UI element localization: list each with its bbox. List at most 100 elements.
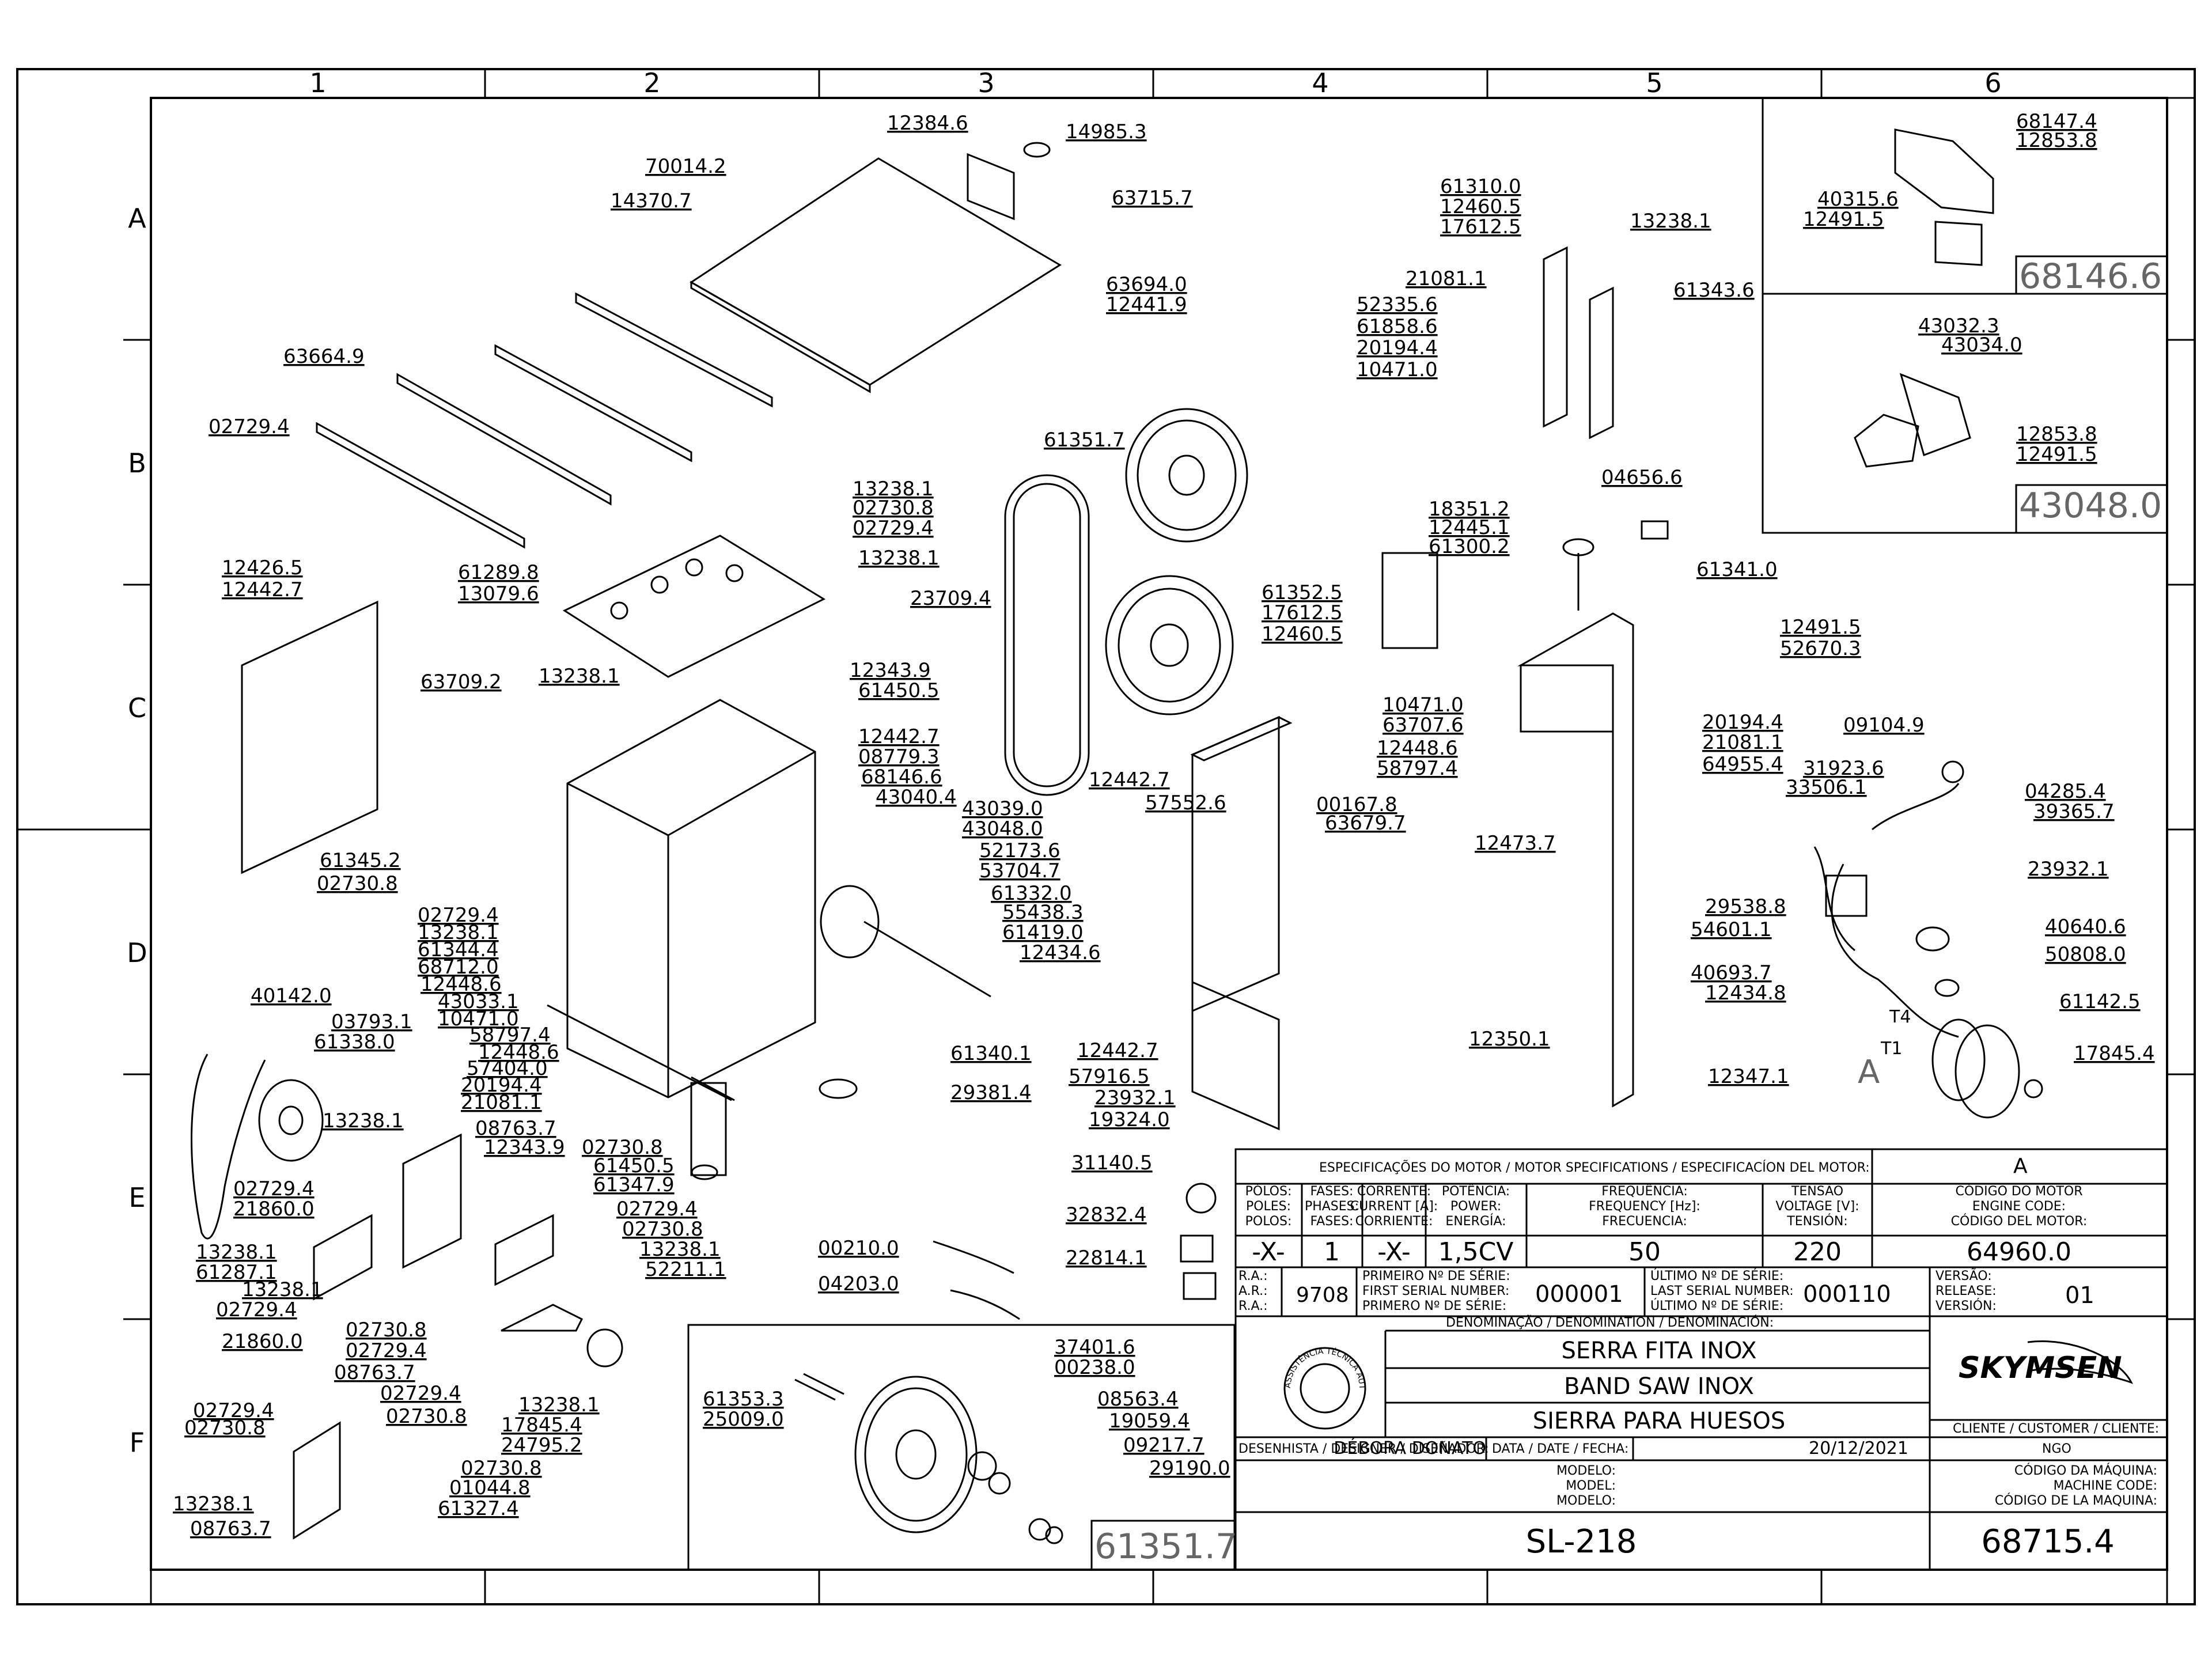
part-label: 14985.3 (1066, 120, 1147, 143)
part-label: 13238.1 (539, 665, 620, 688)
motor-tag-t4: T4 (1889, 1007, 1911, 1027)
part-label: 02729.4 (418, 904, 499, 927)
motor-spec-label: TENSIÓN: (1786, 1214, 1847, 1229)
part-label: 55438.3 (1002, 901, 1084, 924)
motor-spec-columns: PÓLOS:POLES:POLOS:-X-FASES:PHASES:FASES:… (1245, 1183, 2088, 1267)
motor-spec-value: 1 (1324, 1237, 1340, 1267)
motor-spec-label: CÓDIGO DO MOTOR (1955, 1184, 2082, 1199)
part-label: 52211.1 (645, 1258, 726, 1281)
part-label: 21081.1 (461, 1091, 542, 1114)
part-label: 61345.2 (320, 849, 401, 872)
designer-label: DESENHISTA / DESIGNER / DISEÑADOR: (1238, 1441, 1489, 1456)
designer-value: DÉBORA DONATO (1334, 1438, 1486, 1459)
part-label: 08763.7 (190, 1517, 271, 1540)
motor-spec-label: FREQUÊNCIA: (1601, 1184, 1688, 1199)
version-label-0: VERSÃO: (1936, 1268, 1992, 1283)
part-label: 10471.0 (438, 1007, 519, 1031)
guide-plate (562, 535, 826, 678)
part-label: 09217.7 (1123, 1434, 1205, 1457)
motor-spec-value: 220 (1793, 1237, 1842, 1267)
part-label: 20194.4 (1357, 336, 1438, 359)
part-label: 40142.0 (251, 984, 332, 1007)
part-label: 01044.8 (449, 1476, 531, 1499)
part-label: 70014.2 (645, 155, 726, 178)
part-label: 02729.4 (193, 1399, 274, 1422)
drive-belt (191, 1054, 266, 1240)
row-label: E (128, 1182, 145, 1213)
inset-top-label: 40315.6 (1817, 188, 1899, 211)
denomination-line-es: SIERRA PARA HUESOS (1533, 1408, 1786, 1434)
motor-tag-t1: T1 (1880, 1039, 1902, 1059)
part-label: 12448.6 (1377, 737, 1458, 760)
customer-label: CLIENTE / CUSTOMER / CLIENTE: (1953, 1422, 2159, 1436)
last-serial-value: 000110 (1803, 1281, 1891, 1308)
part-label: 61310.0 (1440, 175, 1521, 198)
upper-wheel (1125, 408, 1248, 543)
motor-spec-rev: A (2013, 1154, 2028, 1178)
model-label-0: MODELO: (1556, 1464, 1616, 1478)
part-label: 33506.1 (1786, 776, 1867, 799)
part-label: 12442.7 (1089, 768, 1170, 791)
part-label: 12434.8 (1705, 982, 1786, 1005)
row-label: F (130, 1427, 145, 1458)
motor-spec-label: FRECUENCIA: (1602, 1214, 1687, 1229)
part-label: 61352.5 (1262, 581, 1343, 604)
part-label: 61347.9 (593, 1173, 675, 1196)
part-label: 02729.4 (209, 415, 290, 438)
part-label: 13238.1 (418, 921, 499, 944)
part-label: 02730.8 (853, 497, 934, 520)
part-label: 61343.6 (1673, 279, 1755, 302)
part-label: 52670.3 (1780, 637, 1861, 660)
part-label: 61450.5 (858, 679, 940, 702)
part-label: 13238.1 (196, 1241, 277, 1264)
motor (1955, 1024, 2020, 1119)
part-label: 63679.7 (1325, 812, 1406, 835)
part-label: 61287.1 (196, 1261, 277, 1284)
ra-label-0: R.A.: (1238, 1269, 1268, 1283)
inset-middle-label: 43034.0 (1941, 334, 2022, 357)
last-serial-label-1: LAST SERIAL NUMBER: (1650, 1284, 1794, 1298)
technical-assistance-stamp (1283, 1347, 1366, 1430)
part-label: 12491.5 (1780, 616, 1861, 639)
inset-frames (687, 97, 2168, 1571)
part-label: 61289.8 (458, 561, 539, 584)
motor-spec-value: -X- (1377, 1237, 1411, 1267)
machine-code-label-1: MACHINE CODE: (2054, 1479, 2157, 1493)
inset-pulley-code: 61351.7 (1094, 1527, 1237, 1567)
part-label: 58797.4 (469, 1024, 551, 1047)
version-label-1: RELEASE: (1936, 1284, 1997, 1298)
row-ticks (17, 339, 2195, 1320)
inset-top-label: 12853.8 (2016, 129, 2097, 152)
bottom-wheel (854, 1376, 978, 1533)
part-label: 63715.7 (1112, 187, 1193, 210)
part-label: 13238.1 (858, 547, 940, 570)
inset-middle-label: 43032.3 (1918, 315, 1999, 338)
motor-spec-label: POLES: (1246, 1199, 1291, 1214)
part-label: 40640.6 (2045, 915, 2126, 938)
motor-spec-label: FASES: (1310, 1184, 1354, 1199)
upper-blade-cover (1191, 715, 1280, 1013)
part-label: 68146.6 (861, 766, 942, 789)
lower-blade-cover (1191, 980, 1280, 1131)
part-label: 54601.1 (1691, 918, 1772, 941)
part-label: 12442.7 (222, 578, 303, 601)
part-label: 04203.0 (818, 1272, 899, 1296)
part-label: 10471.0 (1382, 694, 1464, 717)
column-label: 3 (978, 67, 994, 99)
motor-spec-label: ENGINE CODE: (1972, 1199, 2066, 1214)
part-label: 43039.0 (962, 797, 1043, 820)
part-label: 12384.6 (887, 112, 968, 135)
part-label: 63694.0 (1106, 273, 1187, 296)
motor-spec-label: CORRENTE: (1357, 1184, 1431, 1199)
part-label: 43033.1 (438, 990, 519, 1013)
part-label: 61300.2 (1429, 535, 1510, 558)
saw-blade (1004, 474, 1090, 796)
part-label: 13238.1 (853, 478, 934, 501)
version-value: 01 (2065, 1282, 2094, 1309)
part-label: 61338.0 (314, 1031, 395, 1054)
machine-code-label-0: CÓDIGO DA MÁQUINA: (2014, 1463, 2157, 1478)
motor-spec-label: POWER: (1450, 1199, 1501, 1214)
part-label: 23709.4 (910, 587, 991, 610)
ra-label-2: R.A.: (1238, 1299, 1268, 1313)
